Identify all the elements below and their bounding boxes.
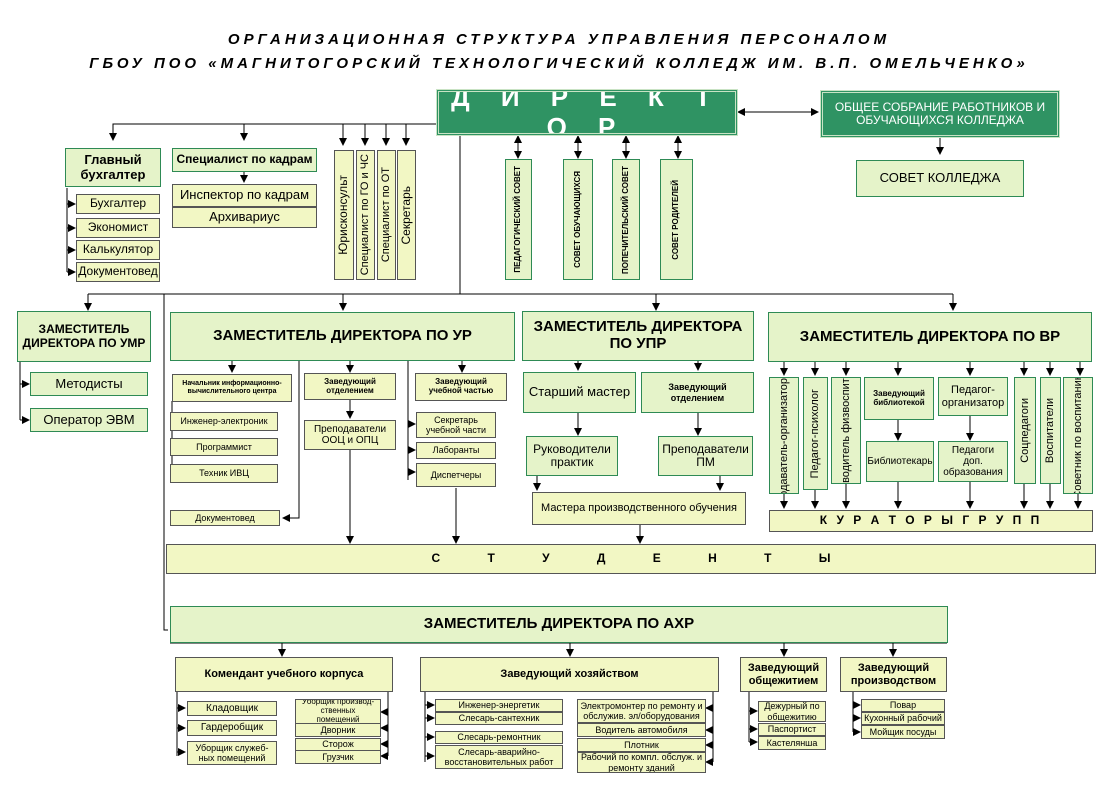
pm-teachers-box: Преподаватели ПМ: [658, 436, 753, 476]
study-head-box: Заведующий учебной частью: [415, 373, 507, 401]
dispatchers-box: Диспетчеры: [416, 463, 496, 487]
ur-department-head-box: Заведующий отделением: [304, 373, 396, 400]
students-bar: С Т У Д Е Н Т Ы: [166, 544, 1096, 574]
trustee-council-box: ПОПЕЧИТЕЛЬСКИЙ СОВЕТ: [612, 159, 640, 280]
safety-specialist-box: Специалист по ОТ: [377, 150, 396, 280]
loader-box: Грузчик: [295, 750, 381, 764]
upbringing-advisor-box: Советник по воспитанию: [1063, 377, 1093, 494]
cook-box: Повар: [861, 699, 945, 712]
senior-master-box: Старший мастер: [523, 372, 636, 413]
social-teachers-box: Соцпедагоги: [1014, 377, 1036, 484]
chief-accountant-box: Главный бухгалтер: [65, 148, 161, 187]
deputy-upr-box: ЗАМЕСТИТЕЛЬ ДИРЕКТОРА ПО УПР: [522, 311, 754, 361]
student-council-box: СОВЕТ ОБУЧАЮЩИХСЯ: [563, 159, 593, 280]
organizer-box: Педагог-организатор: [938, 377, 1008, 416]
general-teachers-box: Преподаватели ООЦ и ОПЦ: [304, 420, 396, 450]
household-head-box: Заведующий хозяйством: [420, 657, 719, 692]
building-worker-box: Рабочий по компл. обслуж. и ремонту здан…: [577, 752, 706, 773]
carpenter-box: Плотник: [577, 738, 706, 752]
group-curators-bar: К У Р А Т О Р Ы Г Р У П П: [769, 510, 1093, 532]
janitor-box: Дворник: [295, 723, 381, 737]
office-cleaner-box: Уборщик служеб-ных помещений: [187, 741, 277, 765]
repair-fitter-box: Слесарь-ремонтник: [435, 731, 563, 744]
additional-education-box: Педагоги доп. образования: [938, 441, 1008, 482]
director-box: Д И Р Е К Т О Р: [436, 89, 738, 136]
calculator-box: Калькулятор: [76, 240, 160, 260]
economist-box: Экономист: [76, 218, 160, 238]
driver-box: Водитель автомобиля: [577, 723, 706, 737]
it-technician-box: Техник ИВЦ: [170, 464, 278, 483]
educators-box: Воспитатели: [1040, 377, 1061, 484]
upr-department-head-box: Заведующий отделением: [641, 372, 754, 413]
document-manager-box: Документовед: [76, 262, 160, 282]
dishwasher-box: Мойщик посуды: [861, 725, 945, 739]
plumber-box: Слесарь-сантехник: [435, 712, 563, 725]
ur-document-manager-box: Документовед: [170, 510, 280, 526]
cloakroom-attendant-box: Гардеробщик: [187, 720, 277, 736]
practice-heads-box: Руководители практик: [526, 436, 618, 476]
lab-assistants-box: Лаборанты: [416, 442, 496, 459]
dorm-attendant-box: Дежурный по общежитию: [758, 701, 826, 722]
accountant-box: Бухгалтер: [76, 194, 160, 214]
general-meeting-box: ОБЩЕЕ СОБРАНИЕ РАБОТНИКОВ И ОБУЧАЮЩИХСЯ …: [820, 90, 1060, 138]
dorm-head-box: Заведующий общежитием: [740, 657, 827, 692]
hr-inspector-box: Инспектор по кадрам: [172, 184, 317, 207]
electronics-engineer-box: Инженер-электроник: [170, 412, 278, 431]
chart-title-line2: ГБОУ ПОО «МАГНИТОГОРСКИЙ ТЕХНОЛОГИЧЕСКИЙ…: [89, 55, 1029, 72]
obzh-teacher-box: Преподаватель-организатор ОБЖ: [769, 377, 799, 494]
pedagogical-council-box: ПЕДАГОГИЧЕСКИЙ СОВЕТ: [505, 159, 532, 280]
computer-operator-box: Оператор ЭВМ: [30, 408, 148, 432]
parent-council-box: СОВЕТ РОДИТЕЛЕЙ: [660, 159, 693, 280]
study-secretary-box: Секретарь учебной части: [416, 412, 496, 438]
it-center-head-box: Начальник информационно-вычислительного …: [172, 374, 292, 402]
power-engineer-box: Инженер-энергетик: [435, 699, 563, 712]
kitchen-worker-box: Кухонный рабочий: [861, 712, 945, 725]
archivist-box: Архивариус: [172, 207, 317, 228]
programmer-box: Программист: [170, 438, 278, 456]
storekeeper-box: Кладовщик: [187, 701, 277, 716]
library-head-box: Заведующий библиотекой: [864, 377, 934, 420]
deputy-ahr-box: ЗАМЕСТИТЕЛЬ ДИРЕКТОРА ПО АХР: [170, 606, 948, 643]
legal-advisor-box: Юрисконсульт: [334, 150, 354, 280]
chart-title-line1: ОРГАНИЗАЦИОННАЯ СТРУКТУРА УПРАВЛЕНИЯ ПЕР…: [227, 31, 891, 48]
psychologist-box: Педагог-психолог: [803, 377, 828, 490]
civil-defense-specialist-box: Специалист по ГО и ЧС: [356, 150, 375, 280]
production-masters-box: Мастера производственного обучения: [532, 492, 746, 525]
commandant-box: Комендант учебного корпуса: [175, 657, 393, 692]
deputy-vr-box: ЗАМЕСТИТЕЛЬ ДИРЕКТОРА ПО ВР: [768, 312, 1092, 362]
passport-officer-box: Паспортист: [758, 723, 826, 736]
industrial-cleaner-box: Уборщик производ-ственных помещений: [295, 699, 381, 724]
linen-keeper-box: Кастелянша: [758, 736, 826, 750]
hr-specialist-box: Специалист по кадрам: [172, 148, 317, 172]
emergency-fitter-box: Слесарь-аварийно-восстановительных работ: [435, 745, 563, 769]
secretary-box: Секретарь: [397, 150, 416, 280]
methodists-box: Методисты: [30, 372, 148, 396]
production-head-box: Заведующий производством: [840, 657, 947, 692]
pe-head-box: Руководитель физвоспитания: [831, 377, 861, 484]
librarian-box: Библиотекарь: [866, 441, 934, 482]
deputy-ur-box: ЗАМЕСТИТЕЛЬ ДИРЕКТОРА ПО УР: [170, 312, 515, 361]
deputy-umr-box: ЗАМЕСТИТЕЛЬ ДИРЕКТОРА ПО УМР: [17, 311, 151, 362]
college-council-box: СОВЕТ КОЛЛЕДЖА: [856, 160, 1024, 197]
electrician-box: Электромонтер по ремонту и обслужив. эл/…: [577, 699, 706, 723]
